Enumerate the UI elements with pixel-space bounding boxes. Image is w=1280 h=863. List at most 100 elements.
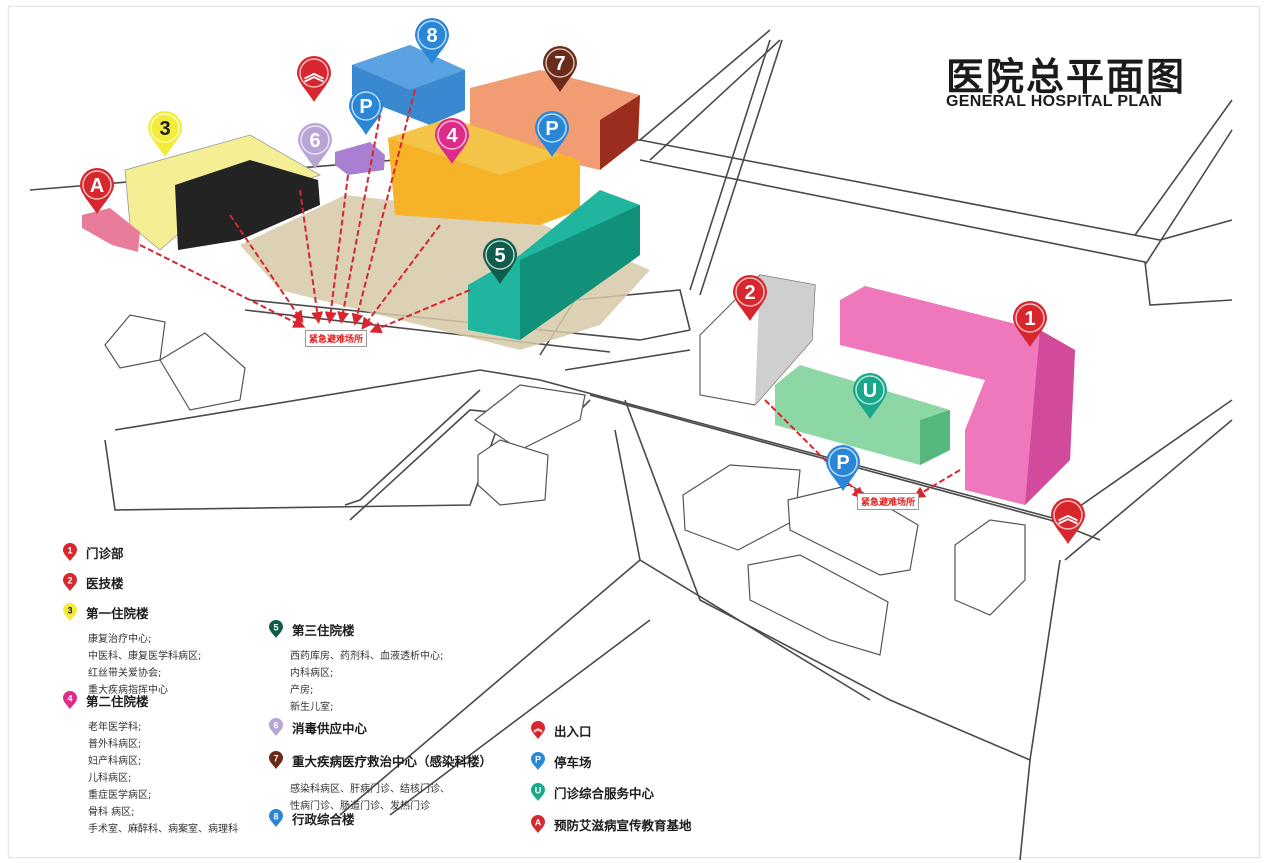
map-pin-ring (1015, 303, 1045, 333)
legend-item-label: 医技楼 (86, 575, 124, 591)
building-u (775, 365, 950, 465)
map-pin-shape (148, 111, 182, 157)
legend-detail-line: 儿科病区; (88, 773, 132, 784)
map-subtitle: GENERAL HOSPITAL PLAN (946, 93, 1163, 110)
map-pin-5: 5 (483, 238, 517, 284)
legend-item-2: 3 第一住院楼 (62, 602, 149, 622)
map-pin-ring (485, 240, 515, 270)
map-pin-8: 8 (415, 18, 449, 64)
map-pin-shape (733, 275, 767, 321)
map-pin-shape (1013, 301, 1047, 347)
map-pin-glyph: 6 (309, 130, 320, 152)
svg-text:8: 8 (273, 812, 278, 822)
legend-detail-line: 康复治疗中心; (88, 634, 152, 645)
legend-pin-icon: ︽ (531, 721, 545, 739)
map-pin-ring (828, 447, 858, 477)
legend-pin-icon: 4 (63, 691, 77, 709)
legend-item-label: 第二住院楼 (86, 693, 149, 709)
map-pin-ring (735, 277, 765, 307)
legend-item-label: 门诊综合服务中心 (554, 785, 655, 801)
map-pin-ring (855, 375, 885, 405)
map-pin-e1: ︽ (297, 56, 331, 102)
legend-item-label: 出入口 (554, 723, 592, 739)
legend-detail-line: 西药库房、药剂科、血液透析中心; (290, 651, 444, 662)
legend-pin-icon: 8 (269, 809, 283, 827)
legend-item-label: 第一住院楼 (86, 605, 149, 621)
legend-item-3: 4 第二住院楼 (62, 690, 149, 710)
legend-detail-line: 红丝带关爱协会; (88, 668, 162, 679)
map-pin-shape (298, 123, 332, 169)
map-pin-shape (535, 111, 569, 157)
evac-label-2: 紧急避难场所 (857, 493, 920, 510)
map-pin-glyph: P (359, 96, 372, 118)
map-pin-6: 6 (298, 123, 332, 169)
legend-pin-icon: 3 (63, 603, 77, 621)
legend-detail-line: 普外科病区; (88, 739, 142, 750)
map-pin-glyph: 4 (446, 125, 458, 147)
legend-pin-icon: 5 (269, 620, 283, 638)
svg-text:6: 6 (273, 721, 278, 731)
legend-detail-line: 感染科病区、肝病门诊、结核门诊、 (290, 784, 450, 795)
building-6 (335, 142, 385, 175)
legend-detail-line: 重症医学病区; (88, 790, 152, 801)
map-pin-ring (545, 48, 575, 78)
map-pin-4: 4 (435, 118, 469, 164)
legend-detail-line: 妇产科病区; (88, 756, 142, 767)
legend-item-label: 重大疾病医疗救治中心（感染科楼） (292, 753, 493, 769)
evacuation-routes (139, 89, 961, 500)
legend-pin-icon: 2 (63, 573, 77, 591)
map-pin-shape (543, 46, 577, 92)
map-pin-ring (437, 120, 467, 150)
map-pin-glyph: P (836, 452, 849, 474)
map-pin-shape (826, 445, 860, 491)
evac-label-1: 紧急避难场所 (305, 330, 368, 347)
legend-pin-icon: 7 (269, 751, 283, 769)
map-pin-shape (297, 56, 331, 102)
map-pin-glyph: ︽ (304, 63, 324, 85)
map-pin-shape (483, 238, 517, 284)
legend-detail-line: 重大疾病指挥中心 (88, 685, 168, 696)
map-pin-glyph: 5 (494, 245, 505, 267)
map-pin-a: A (80, 168, 114, 214)
svg-text:2: 2 (67, 576, 72, 586)
map-pin-ring (537, 113, 567, 143)
map-pin-ring (1053, 500, 1083, 530)
map-pin-shape (1051, 498, 1085, 544)
map-pin-3: 3 (148, 111, 182, 157)
legend-item-label: 停车场 (554, 754, 592, 770)
map-pin-shape (80, 168, 114, 214)
map-pin-shape (435, 118, 469, 164)
map-pin-glyph: A (90, 175, 104, 197)
map-pin-1: 1 (1013, 301, 1047, 347)
legend-item-label: 消毒供应中心 (292, 720, 368, 736)
map-pin-p2: P (535, 111, 569, 157)
legend-pin-icon: P (531, 752, 545, 770)
svg-text:7: 7 (273, 754, 278, 764)
legend-detail-line: 内科病区; (290, 668, 334, 679)
legend-item-details: 老年医学科;普外科病区;妇产科病区;儿科病区;重症医学病区;骨科 病区;手术室、… (88, 719, 238, 838)
map-pin-ring (300, 125, 330, 155)
legend-detail-line: 新生儿室; (290, 702, 334, 713)
map-pin-ring (417, 20, 447, 50)
map-pin-ring (351, 91, 381, 121)
building-a (82, 208, 140, 252)
map-title: 医院总平面图 (946, 55, 1187, 99)
legend-pin-icon: A (531, 815, 545, 833)
legend-item-details: 西药库房、药剂科、血液透析中心;内科病区;产房;新生儿室; (290, 648, 443, 716)
legend-detail-line: 老年医学科; (88, 722, 142, 733)
building-5 (468, 190, 640, 340)
map-pin-e2: ︽ (1051, 498, 1085, 544)
svg-text:︽: ︽ (533, 724, 542, 734)
svg-text:5: 5 (273, 623, 278, 633)
svg-text:3: 3 (67, 606, 72, 616)
map-pin-ring (82, 170, 112, 200)
map-pin-p1: P (349, 89, 383, 135)
map-pin-glyph: P (545, 118, 558, 140)
map-pin-ring (150, 113, 180, 143)
svg-text:A: A (535, 818, 542, 828)
map-pin-glyph: U (863, 380, 877, 402)
